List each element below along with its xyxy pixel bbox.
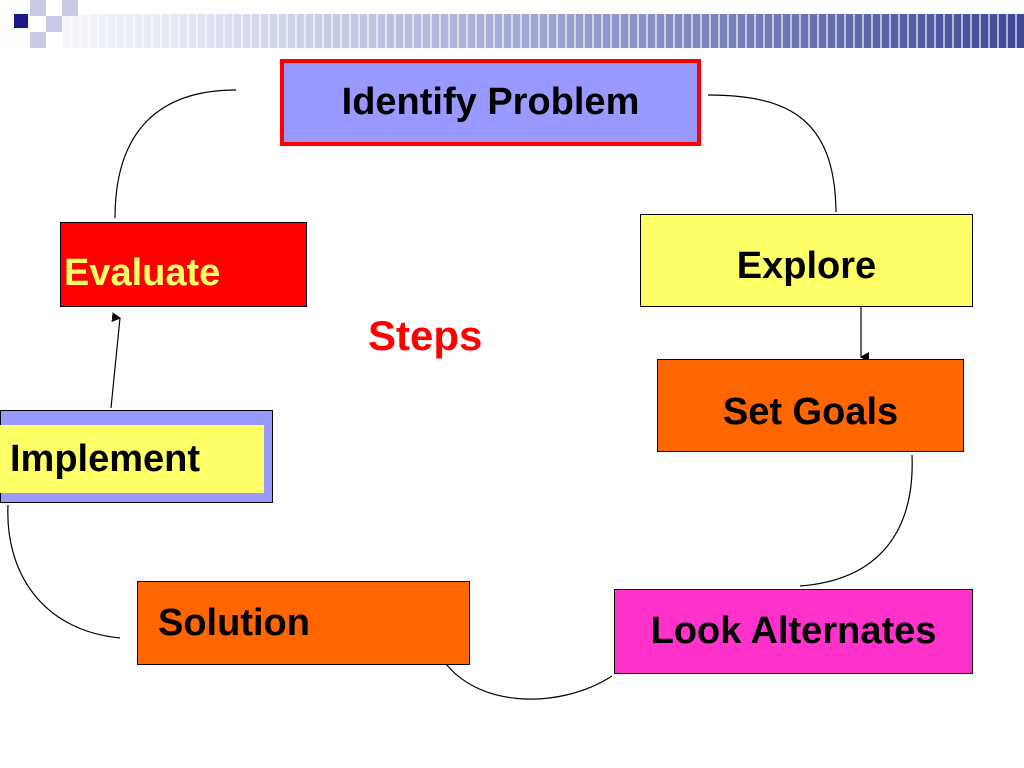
logo-squares-icon <box>0 0 90 60</box>
connector-identify-explore <box>707 94 837 213</box>
step-label: Look Alternates <box>650 610 937 652</box>
connector-look-solution <box>437 651 613 700</box>
step-identify-problem: Identify Problem <box>280 59 701 146</box>
connector-evaluate-identify <box>114 89 237 219</box>
header-band <box>0 14 1024 48</box>
connector-setgoals-look <box>799 454 913 587</box>
step-explore: Explore <box>640 214 973 307</box>
step-set-goals: Set Goals <box>657 359 964 452</box>
step-label: Solution <box>158 601 310 644</box>
connector-implement-evaluate <box>110 312 121 409</box>
step-label: Identify Problem <box>341 81 640 123</box>
step-label: Evaluate <box>64 252 221 294</box>
step-label: Implement <box>10 437 201 480</box>
diagram-title: Steps <box>368 312 483 359</box>
step-solution: Solution <box>137 581 470 665</box>
step-evaluate: Evaluate <box>60 222 307 307</box>
step-label: Explore <box>736 245 877 287</box>
connector-solution-implement <box>7 504 121 639</box>
step-look-alternates: Look Alternates <box>614 589 973 674</box>
step-implement: Implement <box>0 425 264 493</box>
step-label: Set Goals <box>722 391 899 433</box>
